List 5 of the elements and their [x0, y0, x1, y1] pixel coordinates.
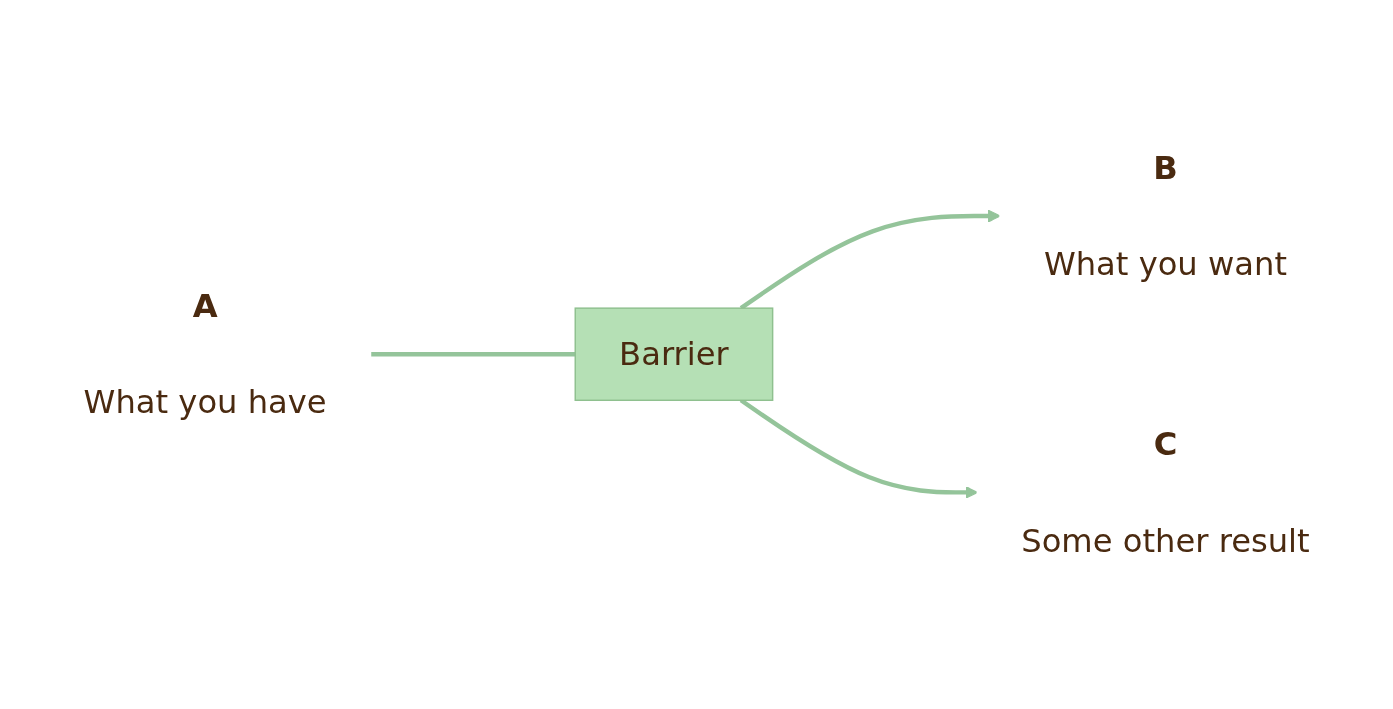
connector [370, 352, 576, 357]
node-text: B What you want [1043, 149, 1287, 283]
node-box: Barrier [574, 307, 774, 402]
node-text: A What you have [83, 287, 327, 422]
node-text: C Some other result [1021, 426, 1310, 560]
